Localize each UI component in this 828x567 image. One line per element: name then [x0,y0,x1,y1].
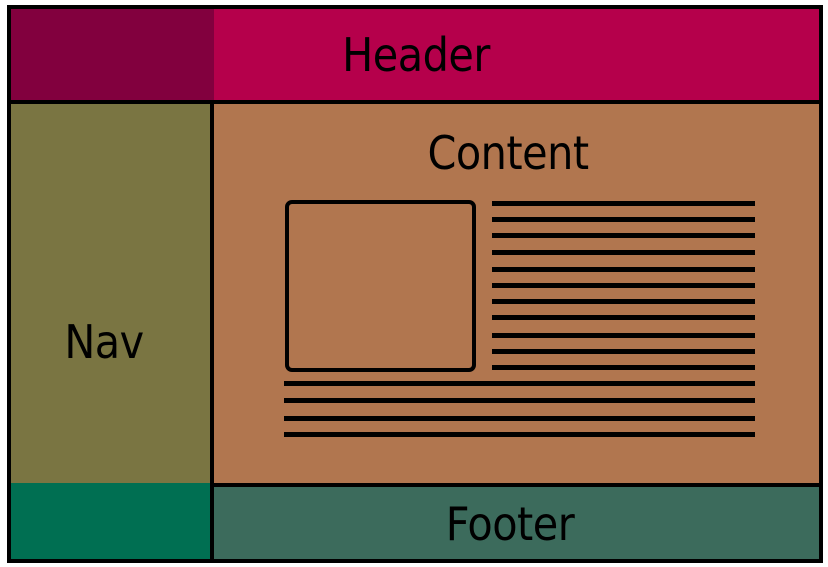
text-line [492,365,755,370]
header-region [214,9,819,100]
nav-label: Nav [64,315,144,369]
image-placeholder-icon [285,200,476,372]
text-line [284,398,755,403]
footer-corner-region [11,483,210,559]
header-corner-region [11,9,214,100]
content-label: Content [427,126,589,180]
text-line [492,267,755,272]
text-line [492,349,755,354]
text-line [284,432,755,437]
text-line [492,250,755,255]
text-line [492,201,755,206]
text-line [492,283,755,288]
text-line [284,381,755,386]
nav-region [11,104,210,483]
text-line [492,315,755,320]
text-line [492,333,755,338]
text-line [492,299,755,304]
header-label: Header [342,28,490,82]
text-line [284,416,755,421]
text-line [492,217,755,222]
footer-region [214,487,819,559]
footer-label: Footer [445,497,575,551]
text-line [492,233,755,238]
